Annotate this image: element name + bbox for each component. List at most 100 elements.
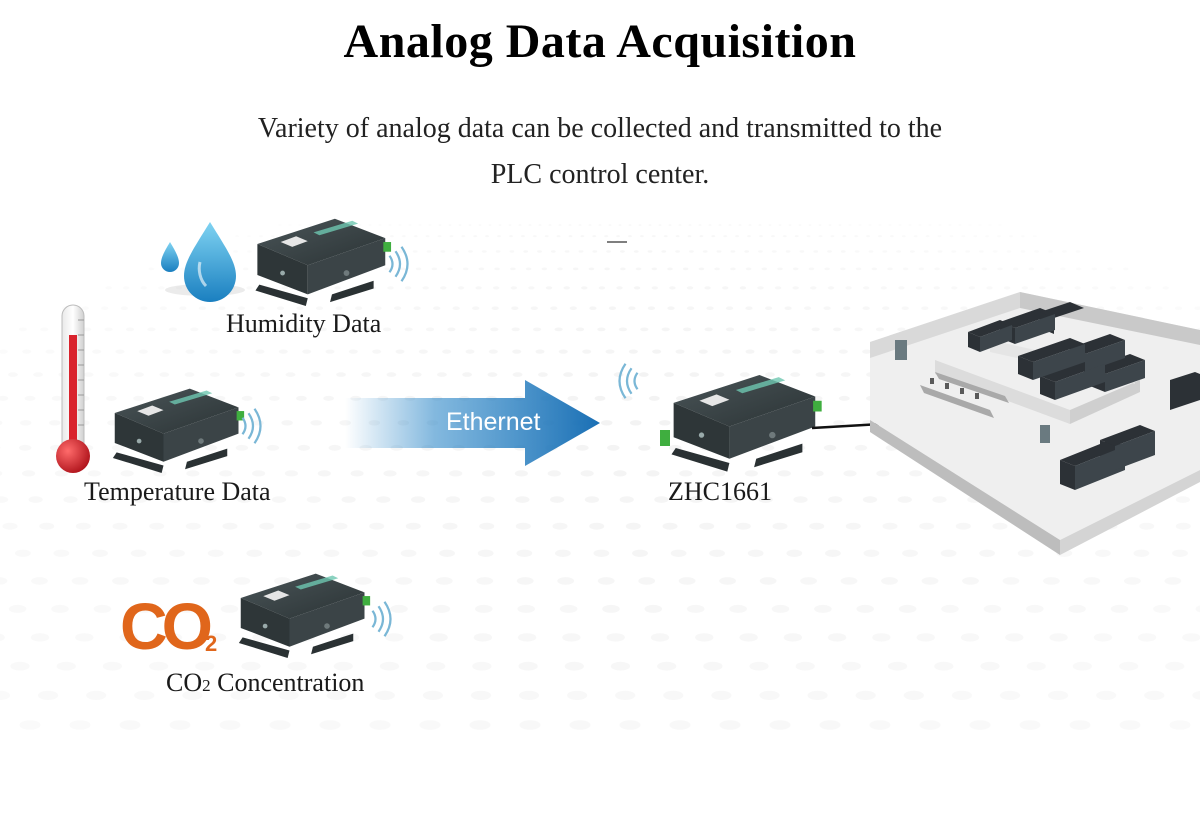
co2-icon-subscript: 2	[205, 631, 217, 656]
floor-dot	[897, 327, 906, 332]
floor-dot	[968, 224, 972, 226]
floor-dot	[1019, 720, 1041, 730]
temperature-device	[112, 388, 262, 473]
floor-dot	[28, 496, 43, 503]
floor-dot	[654, 496, 669, 503]
floor-dot	[1144, 286, 1152, 290]
floor-dot	[355, 306, 363, 310]
co2-label-subscript: 2	[202, 676, 211, 695]
floor-dot	[140, 286, 147, 290]
floor-dot	[898, 286, 905, 290]
floor-dot	[523, 250, 529, 253]
floor-dot	[838, 395, 850, 401]
floor-dot	[1044, 267, 1050, 271]
floor-dot	[863, 286, 870, 290]
floor-dot	[759, 235, 763, 238]
floor-dot	[909, 470, 923, 477]
floor-dot	[233, 577, 251, 585]
floor-dot	[193, 577, 210, 585]
floor-dot	[950, 267, 956, 271]
floor-dot	[385, 633, 404, 642]
floor-dot	[252, 470, 266, 477]
floor-dot	[1119, 661, 1139, 671]
floor-dot	[1175, 522, 1191, 530]
floor-dot	[478, 267, 485, 271]
floor-dot	[1006, 250, 1012, 253]
floor-dot	[988, 224, 992, 226]
floor-dot	[198, 306, 206, 310]
floor-dot	[383, 327, 392, 332]
floor-dot	[719, 577, 736, 585]
floor-dot	[923, 250, 929, 253]
floor-dot	[241, 395, 253, 401]
floor-dot	[426, 250, 432, 253]
floor-dot	[598, 286, 606, 290]
floor-dot	[572, 267, 579, 271]
thermometer-icon	[56, 304, 90, 473]
subtitle: Variety of analog data can be collected …	[180, 106, 1020, 198]
floor-dot	[937, 235, 942, 238]
floor-dot	[323, 549, 340, 557]
floor-dot	[15, 549, 31, 557]
floor-dot	[275, 327, 285, 332]
floor-dot	[458, 224, 462, 226]
floor-dot	[477, 549, 494, 557]
floor-dot	[554, 327, 563, 332]
floor-dot	[669, 720, 691, 730]
floor-dot	[765, 372, 775, 377]
floor-dot	[510, 286, 517, 290]
floor-dot	[563, 372, 573, 377]
floor-dot	[86, 690, 107, 700]
floor-dot	[771, 250, 777, 253]
floor-dot	[362, 549, 378, 557]
floor-dot	[138, 349, 148, 354]
floor-dot	[838, 224, 842, 226]
floor-dot	[379, 661, 400, 671]
floor-dot	[588, 372, 599, 377]
floor-dot	[699, 235, 704, 238]
floor-dot	[688, 224, 692, 226]
floor-dot	[153, 470, 167, 477]
floor-dot	[511, 327, 520, 332]
floor-dot	[648, 395, 660, 401]
floor-dot	[578, 224, 582, 226]
floor-dot	[159, 372, 170, 377]
floor-dot	[418, 224, 422, 226]
floor-dot	[512, 372, 523, 377]
floor-dot	[260, 372, 271, 377]
floor-dot	[51, 395, 63, 401]
floor-dot	[940, 549, 957, 557]
floor-dot	[564, 661, 584, 671]
floor-dot	[31, 577, 48, 585]
floor-dot	[401, 235, 406, 238]
floor-dot	[517, 604, 535, 613]
floor-dot	[951, 690, 973, 700]
floor-dot	[550, 306, 558, 310]
floor-dot	[509, 235, 513, 238]
floor-dot	[333, 661, 353, 671]
floor-dot	[413, 306, 421, 310]
floor-dot	[296, 306, 304, 310]
floor-dot	[961, 235, 966, 238]
floor-dot	[602, 604, 620, 613]
floor-dot	[0, 633, 5, 642]
floor-dot	[358, 224, 362, 226]
floor-dot	[761, 444, 775, 451]
floor-dot	[1192, 690, 1200, 700]
floor-dot	[739, 633, 758, 642]
floor-dot	[1091, 267, 1098, 271]
floor-dot	[605, 349, 615, 354]
floor-dot	[204, 444, 218, 451]
floor-dot	[648, 224, 652, 226]
floor-dot	[809, 522, 825, 530]
floor-dot	[386, 372, 397, 377]
floor-dot	[689, 250, 694, 253]
floor-dot	[999, 690, 1021, 700]
floor-dot	[435, 577, 453, 585]
floor-dot	[533, 327, 542, 332]
floor-dot	[369, 522, 385, 530]
floor-dot	[1061, 250, 1067, 253]
floor-dot	[497, 235, 501, 238]
floor-dot	[232, 349, 242, 354]
floor-dot	[769, 720, 791, 730]
